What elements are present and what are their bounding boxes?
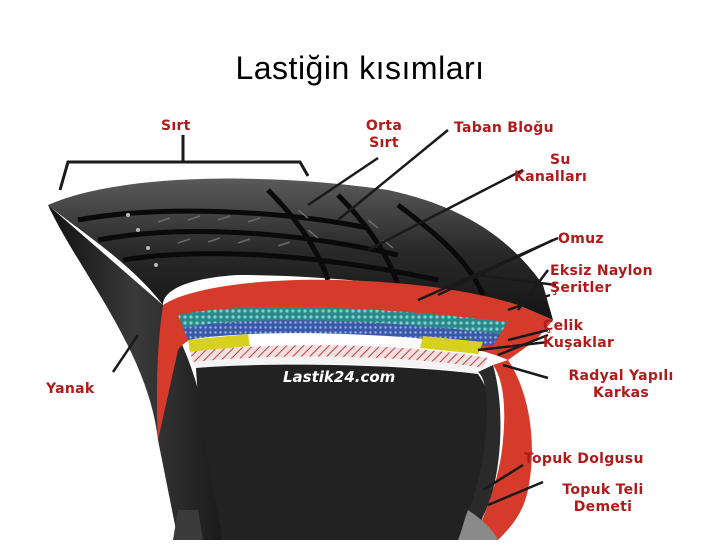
left-bead: [173, 510, 203, 540]
label-radyal-karkas: Radyal Yapılı Karkas: [546, 368, 696, 402]
label-sirt: Sırt: [161, 118, 191, 135]
label-celik-kusaklar: Çelik Kuşaklar: [543, 318, 614, 352]
label-radyal-line1: Radyal Yapılı: [546, 368, 696, 385]
label-orta-sirt-line2: Sırt: [356, 135, 412, 152]
label-topuk-dolgusu: Topuk Dolgusu: [524, 451, 644, 468]
label-orta-sirt-line1: Orta: [356, 118, 412, 135]
label-taban-blogu: Taban Bloğu: [454, 120, 554, 137]
tire-diagram: Lastik24.com Sırt Orta Sırt: [38, 110, 700, 540]
label-omuz: Omuz: [558, 231, 604, 248]
label-topuk-teli-line1: Topuk Teli: [543, 482, 663, 499]
slide-title: Lastiğin kısımları: [0, 50, 720, 87]
label-eksiz-naylon-seritler: Eksiz Naylon Şeritler: [550, 263, 653, 297]
label-celik-line2: Kuşaklar: [543, 335, 614, 352]
label-orta-sirt: Orta Sırt: [356, 118, 412, 152]
label-yanak: Yanak: [46, 381, 95, 398]
label-celik-line1: Çelik: [543, 318, 614, 335]
label-su-kanallari-line2: Kanalları: [514, 169, 587, 186]
label-eksiz-naylon-line2: Şeritler: [550, 280, 653, 297]
label-su-kanallari-line1: Su: [514, 152, 587, 169]
label-topuk-teli-line2: Demeti: [543, 499, 663, 516]
label-eksiz-naylon-line1: Eksiz Naylon: [550, 263, 653, 280]
label-radyal-line2: Karkas: [546, 385, 696, 402]
inner-cavity: [196, 365, 496, 540]
label-topuk-teli-demeti: Topuk Teli Demeti: [543, 482, 663, 516]
watermark: Lastik24.com: [283, 368, 395, 386]
label-su-kanallari: Su Kanalları: [514, 152, 587, 186]
